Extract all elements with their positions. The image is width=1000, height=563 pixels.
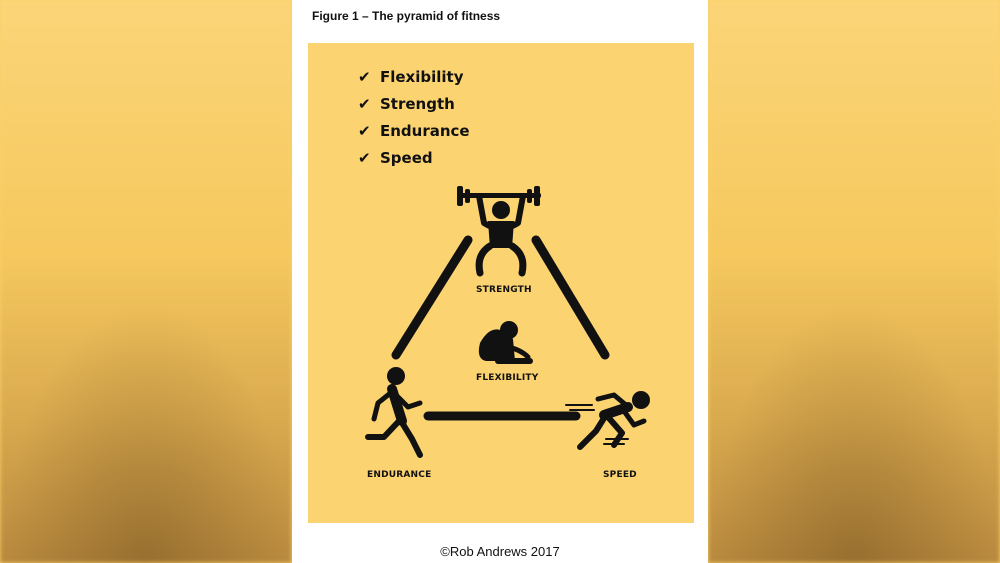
checklist: ✔ Flexibility ✔ Strength ✔ Endurance ✔ S… xyxy=(358,63,470,171)
edge-strength-endurance xyxy=(391,235,473,360)
edge-strength-speed xyxy=(531,235,610,360)
weightlifter-icon xyxy=(457,186,541,277)
figure-title: Figure 1 – The pyramid of fitness xyxy=(312,9,501,23)
runner-icon xyxy=(365,367,423,458)
checklist-item-label: Strength xyxy=(380,94,455,113)
figure-page: Figure 1 – The pyramid of fitness ✔ Flex… xyxy=(292,0,708,563)
checklist-item-label: Flexibility xyxy=(380,67,464,86)
checklist-item: ✔ Flexibility xyxy=(358,63,470,90)
check-icon: ✔ xyxy=(358,121,371,140)
copyright-text: ©Rob Andrews 2017 xyxy=(440,544,560,559)
checklist-item-label: Speed xyxy=(380,148,433,167)
flexibility-label: FLEXIBILITY xyxy=(476,373,539,383)
sprinter-icon xyxy=(565,391,650,450)
checklist-item: ✔ Speed xyxy=(358,144,470,171)
stretching-person-icon xyxy=(478,321,533,364)
checklist-item: ✔ Endurance xyxy=(358,117,470,144)
endurance-label: ENDURANCE xyxy=(367,470,432,480)
check-icon: ✔ xyxy=(358,67,371,86)
checklist-item-label: Endurance xyxy=(380,121,470,140)
check-icon: ✔ xyxy=(358,94,371,113)
strength-label: STRENGTH xyxy=(476,285,532,295)
checklist-item: ✔ Strength xyxy=(358,90,470,117)
pyramid-diagram xyxy=(365,186,650,458)
check-icon: ✔ xyxy=(358,148,371,167)
pyramid-panel: ✔ Flexibility ✔ Strength ✔ Endurance ✔ S… xyxy=(308,43,694,523)
speed-label: SPEED xyxy=(603,470,637,480)
blurred-background-left xyxy=(0,0,292,563)
blurred-background-right xyxy=(708,0,1000,563)
